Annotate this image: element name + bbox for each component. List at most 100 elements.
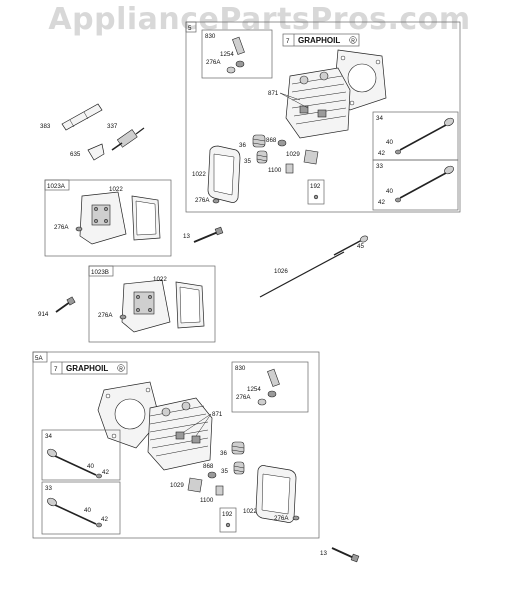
label-13-bottom: 13 bbox=[320, 550, 327, 557]
label-337: 337 bbox=[107, 123, 118, 130]
seal-276a bbox=[212, 198, 220, 204]
cylinder-head bbox=[285, 67, 351, 139]
screw-13-bottom bbox=[331, 547, 360, 563]
breather-tube-part bbox=[232, 36, 245, 55]
part-192 bbox=[313, 194, 319, 200]
label-276a-830-5a: 276A bbox=[236, 394, 251, 401]
subbox-192-frame bbox=[307, 179, 325, 205]
group-1023b-valve-cover: 1023B 1022 276A bbox=[88, 265, 216, 343]
group-1023b-label: 1023B bbox=[91, 269, 109, 276]
head-gasket-bore bbox=[347, 63, 377, 93]
breather-1029 bbox=[303, 149, 319, 165]
push-rod-1026 bbox=[259, 251, 345, 298]
leader-871-b bbox=[279, 92, 309, 109]
subbox-34-5a-frame bbox=[41, 429, 121, 481]
label-868-5a: 868 bbox=[203, 463, 214, 470]
graphoil-frame bbox=[282, 33, 360, 47]
subbox-33-5a-frame bbox=[41, 481, 121, 535]
label-276a-1023b: 276A bbox=[98, 312, 113, 319]
group-1023a-label: 1023A bbox=[47, 183, 66, 190]
graphoil-text: GRAPHOIL bbox=[298, 36, 340, 45]
label-1100-5a: 1100 bbox=[200, 497, 214, 504]
seal-part bbox=[226, 66, 236, 74]
label-1022-g5: 1022 bbox=[192, 171, 206, 178]
group-5a-cylinder-head-assembly: 5A 7 GRAPHOIL R 830 1254 276A bbox=[32, 351, 320, 539]
label-42-34-5a: 42 bbox=[102, 469, 109, 476]
label-914: 914 bbox=[38, 311, 49, 318]
label-830: 830 bbox=[205, 33, 216, 40]
graphoil-box: 7 GRAPHOIL R bbox=[282, 33, 360, 47]
gasket-1022-inner bbox=[213, 153, 235, 196]
leader-871-a bbox=[279, 92, 301, 101]
label-276a-5a: 276A bbox=[274, 515, 289, 522]
group-1023a-frame bbox=[44, 179, 172, 257]
subbox-830-frame bbox=[201, 29, 273, 79]
label-35-5a: 35 bbox=[221, 468, 228, 475]
group-5-cylinder-head-assembly: 5 830 1254 276A 7 GRAPHOIL R bbox=[185, 21, 461, 213]
gasket-hole-3 bbox=[349, 100, 355, 106]
subbox-192-5a-frame bbox=[219, 507, 237, 533]
group-5a-tag bbox=[32, 351, 48, 363]
spark-plug-337 bbox=[111, 127, 145, 151]
group-1023a-tag bbox=[44, 179, 70, 191]
group-1023a-valve-cover: 1023A 1022 276A bbox=[44, 179, 172, 257]
label-33-g5: 33 bbox=[376, 163, 383, 170]
spark-plug-wire-383 bbox=[61, 103, 103, 131]
graphoil-text-5a: GRAPHOIL bbox=[66, 364, 108, 373]
valve-stem-33-5a bbox=[54, 504, 97, 525]
group-1023b-frame bbox=[88, 265, 216, 343]
gasket-hole-2 bbox=[375, 59, 381, 65]
subbox-830-5a-frame bbox=[231, 361, 309, 413]
group-5-label: 5 bbox=[188, 25, 192, 32]
screw-13-top bbox=[193, 226, 224, 243]
subbox-34: 34 40 42 bbox=[372, 111, 459, 161]
gasket-hole-1 bbox=[340, 55, 346, 61]
label-1254: 1254 bbox=[220, 51, 234, 58]
graphoil-number-5a: 7 bbox=[54, 366, 58, 373]
screw-914 bbox=[55, 296, 76, 313]
label-871: 871 bbox=[268, 90, 279, 97]
label-40-34-5a: 40 bbox=[87, 463, 94, 470]
label-45: 45 bbox=[357, 243, 364, 250]
label-35-g5: 35 bbox=[244, 158, 251, 165]
registered-badge-5a-text: R bbox=[119, 366, 123, 372]
registered-badge-5a bbox=[117, 364, 125, 372]
group-5a-label: 5A bbox=[35, 355, 43, 362]
valve-spring-36-5a bbox=[231, 441, 245, 455]
subbox-830: 830 1254 276A bbox=[201, 29, 273, 79]
valve-seat-868 bbox=[277, 139, 287, 147]
valve-head-33 bbox=[444, 165, 454, 175]
label-36-g5: 36 bbox=[239, 142, 246, 149]
label-42-33-5a: 42 bbox=[101, 516, 108, 523]
label-192-g5: 192 bbox=[310, 183, 321, 190]
valve-stem-34-5a bbox=[54, 455, 97, 476]
leader-871-5a-b bbox=[195, 413, 212, 437]
group-5a-frame bbox=[32, 351, 320, 539]
label-1022-1023b: 1022 bbox=[153, 276, 167, 283]
label-42-33: 42 bbox=[378, 199, 385, 206]
label-383: 383 bbox=[40, 123, 51, 130]
keeper-33 bbox=[395, 197, 401, 203]
group-1023b-tag bbox=[88, 265, 114, 277]
washer-part bbox=[235, 60, 245, 68]
label-276a-1023a: 276A bbox=[54, 224, 69, 231]
group-5-tag bbox=[185, 21, 197, 33]
label-36-5a: 36 bbox=[220, 450, 227, 457]
label-871-5a: 871 bbox=[212, 411, 223, 418]
label-830-5a: 830 bbox=[235, 365, 246, 372]
valve-stem-33 bbox=[399, 172, 447, 199]
breather-1029-5a bbox=[187, 477, 203, 493]
leader-871-5a-a bbox=[183, 413, 212, 433]
label-868-g5: 868 bbox=[266, 137, 277, 144]
graphoil-frame-5a bbox=[50, 361, 128, 375]
valve-spring-35 bbox=[256, 150, 268, 164]
label-42-34: 42 bbox=[378, 150, 385, 157]
label-276a-830: 276A bbox=[206, 59, 221, 66]
registered-badge-text: R bbox=[351, 38, 355, 44]
group-5-frame bbox=[185, 21, 461, 213]
clip-1100 bbox=[285, 163, 294, 174]
label-40-33-5a: 40 bbox=[84, 507, 91, 514]
label-34-g5: 34 bbox=[376, 115, 383, 122]
valve-spring-36 bbox=[252, 134, 266, 148]
